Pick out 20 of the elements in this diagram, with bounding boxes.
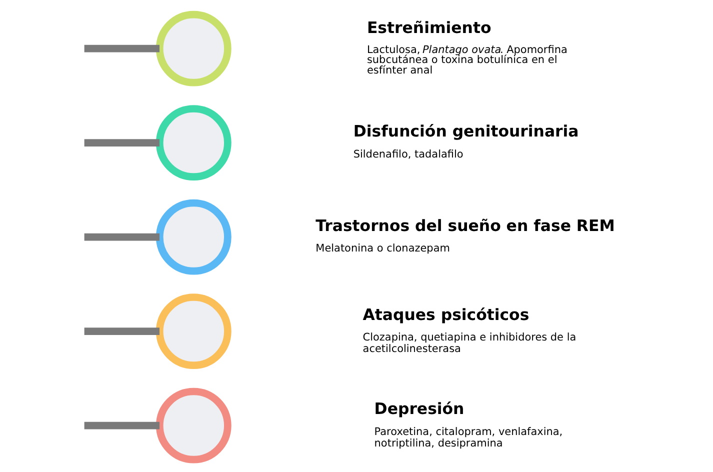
node-label: Disfunción genitourinaria [353, 122, 579, 141]
connector [84, 139, 160, 146]
connector [84, 44, 160, 52]
node-circle [156, 199, 232, 275]
node-circle [156, 388, 232, 464]
node-circle [156, 105, 232, 180]
node-label: Clozapina, quetiapina e inhibidores de la acetilcolinesterasa [362, 332, 576, 356]
connector [84, 422, 160, 430]
node-label: Paroxetina, citalopram, venlafaxina, notriptilina, desipramina [374, 426, 563, 450]
node-label: Sildenafilo, tadalafilo [353, 148, 464, 160]
node-label: Melatonina o clonazepam [316, 242, 450, 255]
node-label: Estreñimiento [366, 18, 492, 37]
connector [84, 233, 160, 241]
node-circle [156, 294, 232, 369]
node-circle [156, 10, 232, 86]
node-label: Lactulosa, Plantago ovata. Apomorfina subcutánea o toxina botulínica en el esfínter anal [366, 44, 568, 77]
node-label: Depresión [374, 399, 464, 418]
node-label: Trastornos del sueño en fase REM [316, 216, 615, 235]
node-label: Ataques psicóticos [362, 304, 530, 324]
connector [84, 328, 160, 335]
